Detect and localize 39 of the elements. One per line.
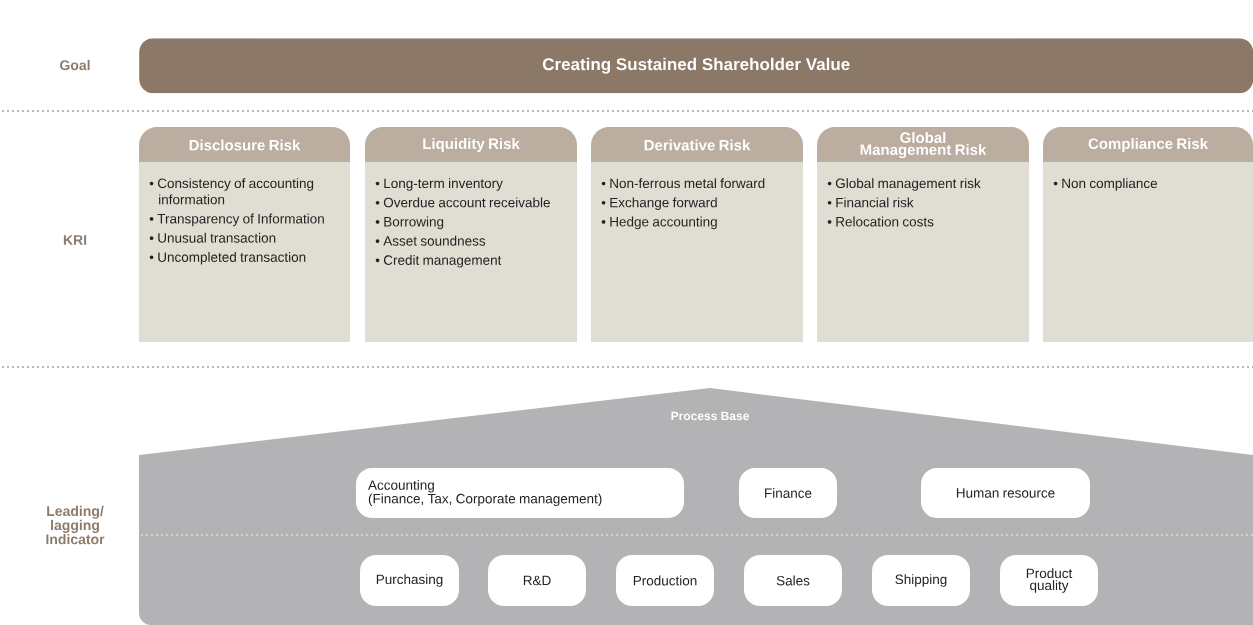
row-label: Goal [60,59,90,71]
goal-band: Creating Sustained Shareholder Value [139,38,1253,94]
bullet-item: • Hedge accounting [601,216,717,230]
card-heading: Global Management Risk [860,132,987,159]
bullet-item: • Borrowing [375,216,444,230]
process-box: Accounting (Finance, Tax, Corporate management) [356,468,684,518]
risk-card [1043,127,1253,342]
risk-card [139,127,350,342]
bullet-item: • Non compliance [1053,178,1158,191]
process-box: R&D [488,555,586,606]
bullet-item: • Transparency of Information [149,213,324,227]
bullet-item: • Unusual transaction [149,232,276,243]
risk-card [365,127,577,342]
card-heading: Compliance Risk [1088,138,1209,152]
process-box: Finance [739,468,837,518]
bullet-item: • Credit management [375,255,502,268]
row-label: KRI [63,235,87,245]
bullet-item: • Asset soundness [375,235,486,246]
bullet-item: • Global management risk [827,178,981,191]
bullet-item: • Overdue account receivable [375,197,550,208]
process-box: Production [616,555,714,606]
process-box: Product quality [1000,555,1098,606]
risk-card [591,127,803,342]
bullet-item: • Non-ferrous metal forward [601,178,765,189]
bullet-item: • Relocation costs [827,216,934,227]
process-box: Shipping [872,555,970,606]
bullet-item: • Consistency of accounting information [149,178,314,205]
risk-card [817,127,1029,342]
card-heading: Disclosure Risk [189,139,301,151]
bullet-item: • Financial risk [827,197,914,208]
process-box: Purchasing [360,555,459,606]
process-box: Human resource [921,468,1090,518]
card-heading: Derivative Risk [644,139,751,151]
process-box: Sales [744,555,842,606]
bullet-item: • Long-term inventory [375,178,503,191]
bullet-item: • Uncompleted transaction [149,252,306,265]
bullet-item: • Exchange forward [601,197,717,210]
row-label: Leading/ lagging Indicator [46,505,105,545]
card-heading: Liquidity Risk [423,138,520,152]
